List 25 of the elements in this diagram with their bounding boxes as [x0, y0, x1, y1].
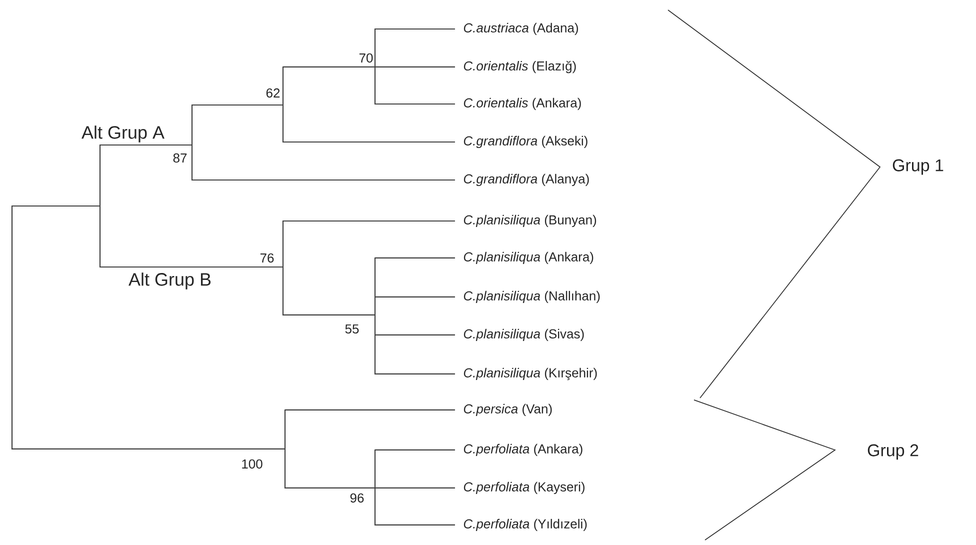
bootstrap-value: 62: [266, 88, 280, 98]
leaf-label: C.grandiflora (Akseki): [464, 136, 588, 148]
subgroup-label: Alt Grup A: [82, 126, 164, 142]
bootstrap-value: 70: [359, 53, 373, 63]
group-label: Grup 2: [868, 444, 918, 460]
bootstrap-value: 55: [345, 324, 359, 334]
leaf-label: C.planisiliqua (Nallıhan): [464, 290, 600, 304]
bootstrap-value: 76: [260, 253, 274, 263]
bootstrap-value: 96: [350, 493, 364, 503]
group-label: Grup 1: [892, 159, 944, 175]
subgroup-label: Alt Grup B: [128, 272, 211, 290]
leaf-label: C.planisiliqua (Ankara): [464, 252, 594, 264]
leaf-label: C.planisiliqua (Sivas): [464, 328, 584, 342]
leaf-label: C.perfoliata (Ankara): [464, 444, 582, 456]
bootstrap-value: 87: [173, 153, 187, 163]
leaf-label: C.perfoliata (Kayseri): [464, 482, 584, 494]
leaf-label: C.persica (Van): [464, 404, 552, 416]
bootstrap-value: 100: [242, 459, 262, 469]
leaf-label: C.planisiliqua (Kırşehir): [464, 368, 597, 380]
leaf-label: C.austriaca (Adana): [464, 22, 578, 36]
leaf-label: C.orientalis (Ankara): [464, 98, 581, 110]
leaf-label: C.perfoliata (Yıldızeli): [464, 518, 587, 532]
leaf-label: C.planisiliqua (Bunyan): [464, 214, 596, 228]
leaf-label: C.grandiflora (Alanya): [464, 174, 589, 186]
leaf-label: C.orientalis (Elazığ): [464, 60, 576, 74]
